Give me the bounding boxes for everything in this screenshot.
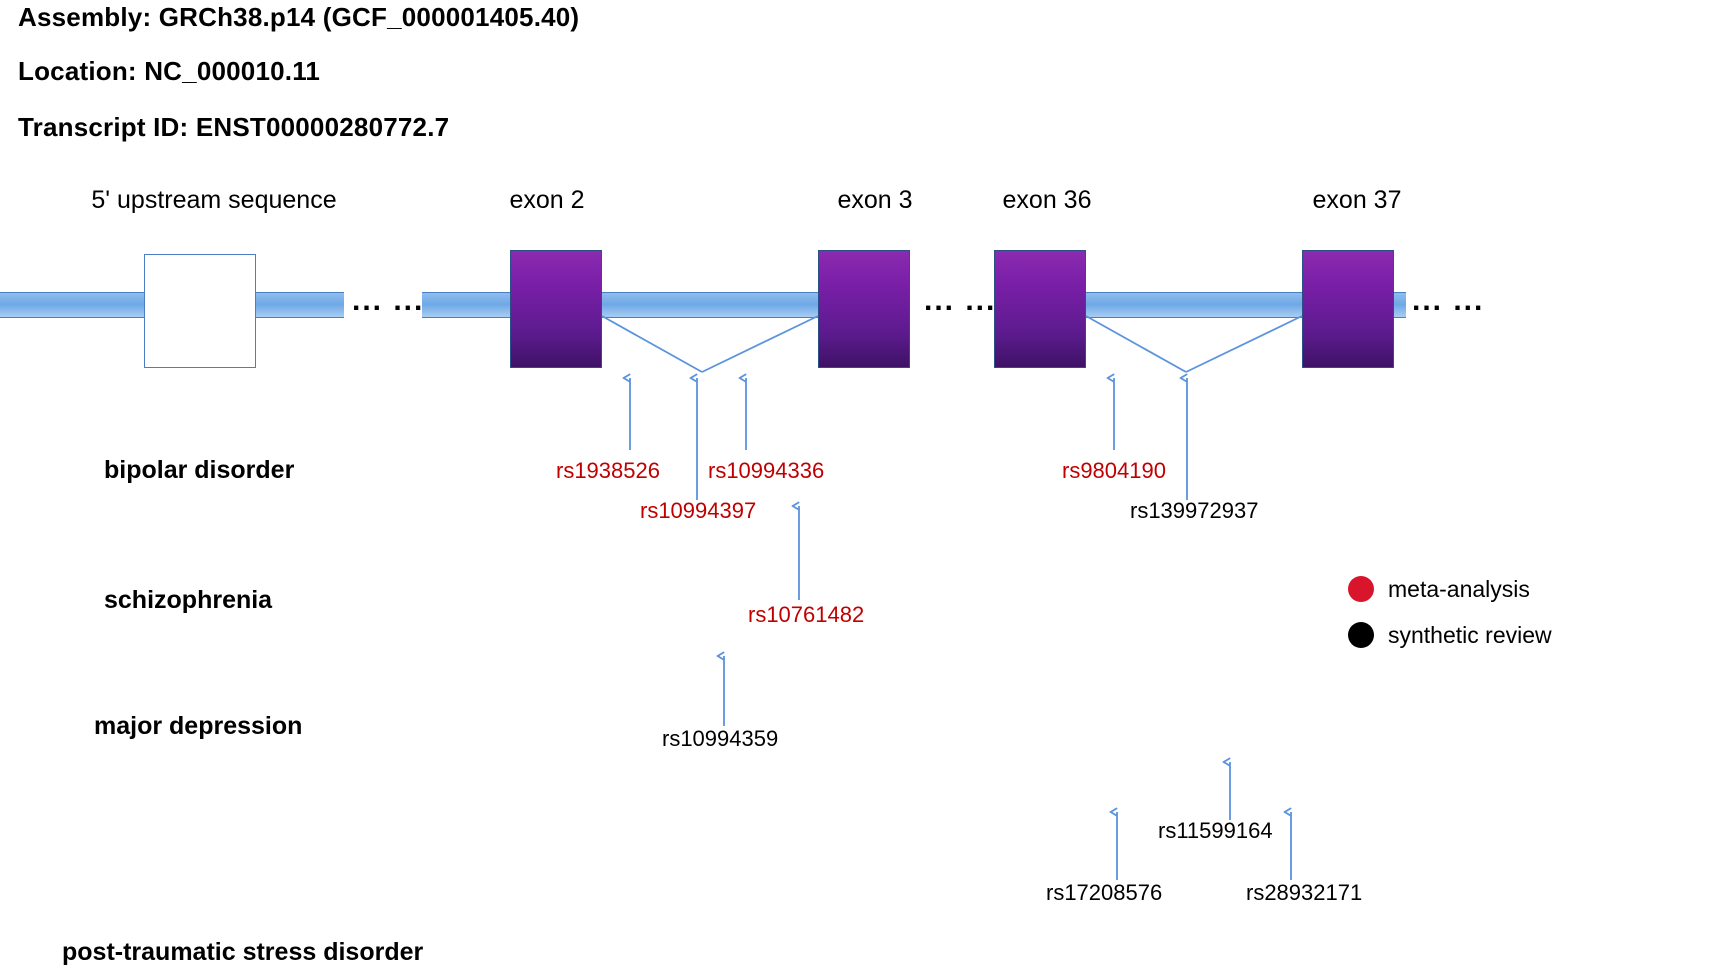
assembly-line: Assembly: GRCh38.p14 (GCF_000001405.40) xyxy=(18,2,580,32)
segment-label-exon-3: exon 3 xyxy=(837,186,913,214)
intron-segment-exon2-exon3 xyxy=(422,292,862,318)
location-line: Location: NC_000010.11 xyxy=(18,56,321,86)
snp-label-rs139972937: rs139972937 xyxy=(1130,498,1259,523)
disorder-label-bipolar-disorder: bipolar disorder xyxy=(104,456,295,484)
legend-item-meta-analysis: meta-analysis xyxy=(1348,566,1552,612)
segment-label-exon-37: exon 37 xyxy=(1312,186,1402,214)
legend-label-synthetic-review: synthetic review xyxy=(1388,621,1552,648)
segment-label-exon-2: exon 2 xyxy=(509,186,585,214)
ellipsis-1: ... ... xyxy=(352,284,425,317)
legend-label-meta-analysis: meta-analysis xyxy=(1388,575,1530,602)
ellipsis-3: ... ... xyxy=(1412,284,1485,317)
exon-box-37 xyxy=(1302,250,1394,368)
upstream-sequence-box xyxy=(144,254,256,368)
snp-label-rs28932171: rs28932171 xyxy=(1246,880,1363,905)
snp-label-rs10994397: rs10994397 xyxy=(640,498,757,523)
snp-label-rs11599164: rs11599164 xyxy=(1158,818,1273,843)
splice-junction-exon2-exon3 xyxy=(601,315,819,373)
disorder-label-major-depression: major depression xyxy=(94,712,303,740)
snp-label-rs10994359: rs10994359 xyxy=(662,726,779,751)
disorder-label-schizophrenia: schizophrenia xyxy=(104,586,273,614)
exon-box-36 xyxy=(994,250,1086,368)
exon-box-2 xyxy=(510,250,602,368)
transcript-id-line: Transcript ID: ENST00000280772.7 xyxy=(18,112,450,142)
disorder-label-ptsd: post-traumatic stress disorder xyxy=(62,938,424,966)
legend-dot-meta-analysis-icon xyxy=(1348,576,1374,602)
segment-label-upstream: 5' upstream sequence xyxy=(91,186,337,214)
exon-box-3 xyxy=(818,250,910,368)
snp-label-rs10761482: rs10761482 xyxy=(748,602,865,627)
legend: meta-analysis synthetic review xyxy=(1348,566,1552,658)
snp-label-rs10994336: rs10994336 xyxy=(708,458,825,483)
legend-dot-synthetic-review-icon xyxy=(1348,622,1374,648)
ellipsis-2: ... ... xyxy=(924,284,997,317)
snp-label-rs17208576: rs17208576 xyxy=(1046,880,1163,905)
segment-label-exon-36: exon 36 xyxy=(1002,186,1092,214)
splice-junction-exon36-exon37 xyxy=(1085,315,1303,373)
legend-item-synthetic-review: synthetic review xyxy=(1348,612,1552,658)
snp-label-rs1938526: rs1938526 xyxy=(556,458,660,483)
snp-label-rs9804190: rs9804190 xyxy=(1062,458,1166,483)
